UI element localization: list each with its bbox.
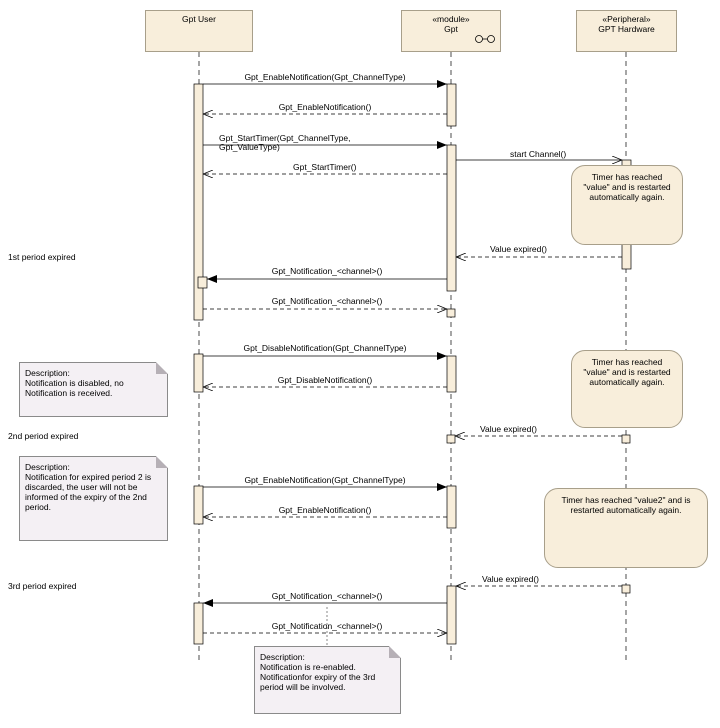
msg-label-9: Gpt_DisableNotification(Gpt_ChannelType) xyxy=(243,343,407,353)
period-label-2: 2nd period expired xyxy=(8,431,79,441)
msg-label-6: Value expired() xyxy=(490,244,548,254)
description-note-1: Description: Notification is disabled, n… xyxy=(19,362,168,417)
msg-label-11: Value expired() xyxy=(480,424,538,434)
activation-user-5 xyxy=(193,602,204,645)
hw-note-2-line: Timer has reached xyxy=(591,357,663,367)
msg-label-16: Gpt_Notification_<channel>() xyxy=(271,621,383,631)
lifeline-head-gpt: «module» Gpt xyxy=(401,10,501,52)
hw-note-3-line: Timer has reached "value2" and is xyxy=(561,495,691,505)
msg-label-15: Gpt_Notification_<channel>() xyxy=(271,591,383,601)
hw-note-2: Timer has reached "value" and is restart… xyxy=(571,350,683,428)
hw-note-1-line: "value" and is restarted xyxy=(583,182,671,192)
note-2-line: discarded, the user will not be xyxy=(25,482,138,492)
note-2-line: period. xyxy=(25,502,51,512)
activation-gpt-4 xyxy=(446,355,457,393)
component-icon xyxy=(475,35,495,43)
activation-user-3 xyxy=(193,353,204,393)
msg-label-10: Gpt_DisableNotification() xyxy=(277,375,373,385)
activation-gpt-6 xyxy=(446,485,457,529)
note-corner xyxy=(389,646,401,658)
note-corner xyxy=(156,456,168,468)
activation-user-4 xyxy=(193,485,204,525)
note-1-line: Notification is disabled, no xyxy=(25,378,124,388)
note-2-line: Notification for expired period 2 is xyxy=(25,472,152,482)
hw-note-3-line: restarted automatically again. xyxy=(570,505,682,515)
note-3-line: Notificationfor expiry of the 3rd xyxy=(260,672,376,682)
msg-label-8: Gpt_Notification_<channel>() xyxy=(271,296,383,306)
note-3-line: period will be involved. xyxy=(260,682,346,692)
hw-note-1: Timer has reached "value" and is restart… xyxy=(571,165,683,245)
activation-user-2 xyxy=(197,276,208,289)
activation-hw-3 xyxy=(621,584,631,594)
activation-gpt-5 xyxy=(446,434,456,444)
activation-gpt-1 xyxy=(446,83,457,127)
msg-label-3a: Gpt_StartTimer(Gpt_ChannelType, xyxy=(219,133,351,143)
note-1-line: Description: xyxy=(25,368,70,378)
msg-label-5: Gpt_StartTimer() xyxy=(293,162,357,172)
activation-gpt-3 xyxy=(446,308,456,318)
lifeline-head-gpt-user: Gpt User xyxy=(145,10,253,52)
hw-note-2-line: automatically again. xyxy=(589,377,665,387)
description-note-2: Description: Notification for expired pe… xyxy=(19,456,168,541)
msg-label-12: Gpt_EnableNotification(Gpt_ChannelType) xyxy=(244,475,406,485)
note-2-line: Description: xyxy=(25,462,70,472)
hw-note-2-line: "value" and is restarted xyxy=(583,367,671,377)
msg-label-13: Gpt_EnableNotification() xyxy=(278,505,372,515)
note-3-line: Notification is re-enabled. xyxy=(260,662,356,672)
hw-stereotype: «Peripheral» xyxy=(602,14,651,24)
activation-hw-2 xyxy=(621,434,631,444)
msg-label-7: Gpt_Notification_<channel>() xyxy=(271,266,383,276)
gpt-user-label: Gpt User xyxy=(181,14,216,24)
activation-gpt-7 xyxy=(446,585,457,645)
period-label-1: 1st period expired xyxy=(8,252,76,262)
note-2-line: informed of the expiry of the 2nd xyxy=(25,492,147,502)
lifeline-head-gpt-hardware: «Peripheral» GPT Hardware xyxy=(576,10,677,52)
hw-note-3: Timer has reached "value2" and is restar… xyxy=(544,488,708,568)
gpt-label: Gpt xyxy=(444,24,458,34)
msg-label-14: Value expired() xyxy=(482,574,540,584)
msg-label-2: Gpt_EnableNotification() xyxy=(278,102,372,112)
msg-label-1: Gpt_EnableNotification(Gpt_ChannelType) xyxy=(244,72,406,82)
note-corner xyxy=(156,362,168,374)
period-label-3: 3rd period expired xyxy=(8,581,77,591)
activation-gpt-2 xyxy=(446,144,457,292)
hw-note-1-line: automatically again. xyxy=(589,192,665,202)
description-note-3: Description: Notification is re-enabled.… xyxy=(254,646,401,714)
activation-user-1 xyxy=(193,83,204,321)
gpt-stereotype: «module» xyxy=(432,14,470,24)
note-1-line: Notification is received. xyxy=(25,388,113,398)
note-3-line: Description: xyxy=(260,652,305,662)
hw-note-1-line: Timer has reached xyxy=(591,172,663,182)
msg-label-3b: Gpt_ValueType) xyxy=(219,142,280,152)
msg-label-4: start Channel() xyxy=(510,149,567,159)
hw-label: GPT Hardware xyxy=(598,24,655,34)
